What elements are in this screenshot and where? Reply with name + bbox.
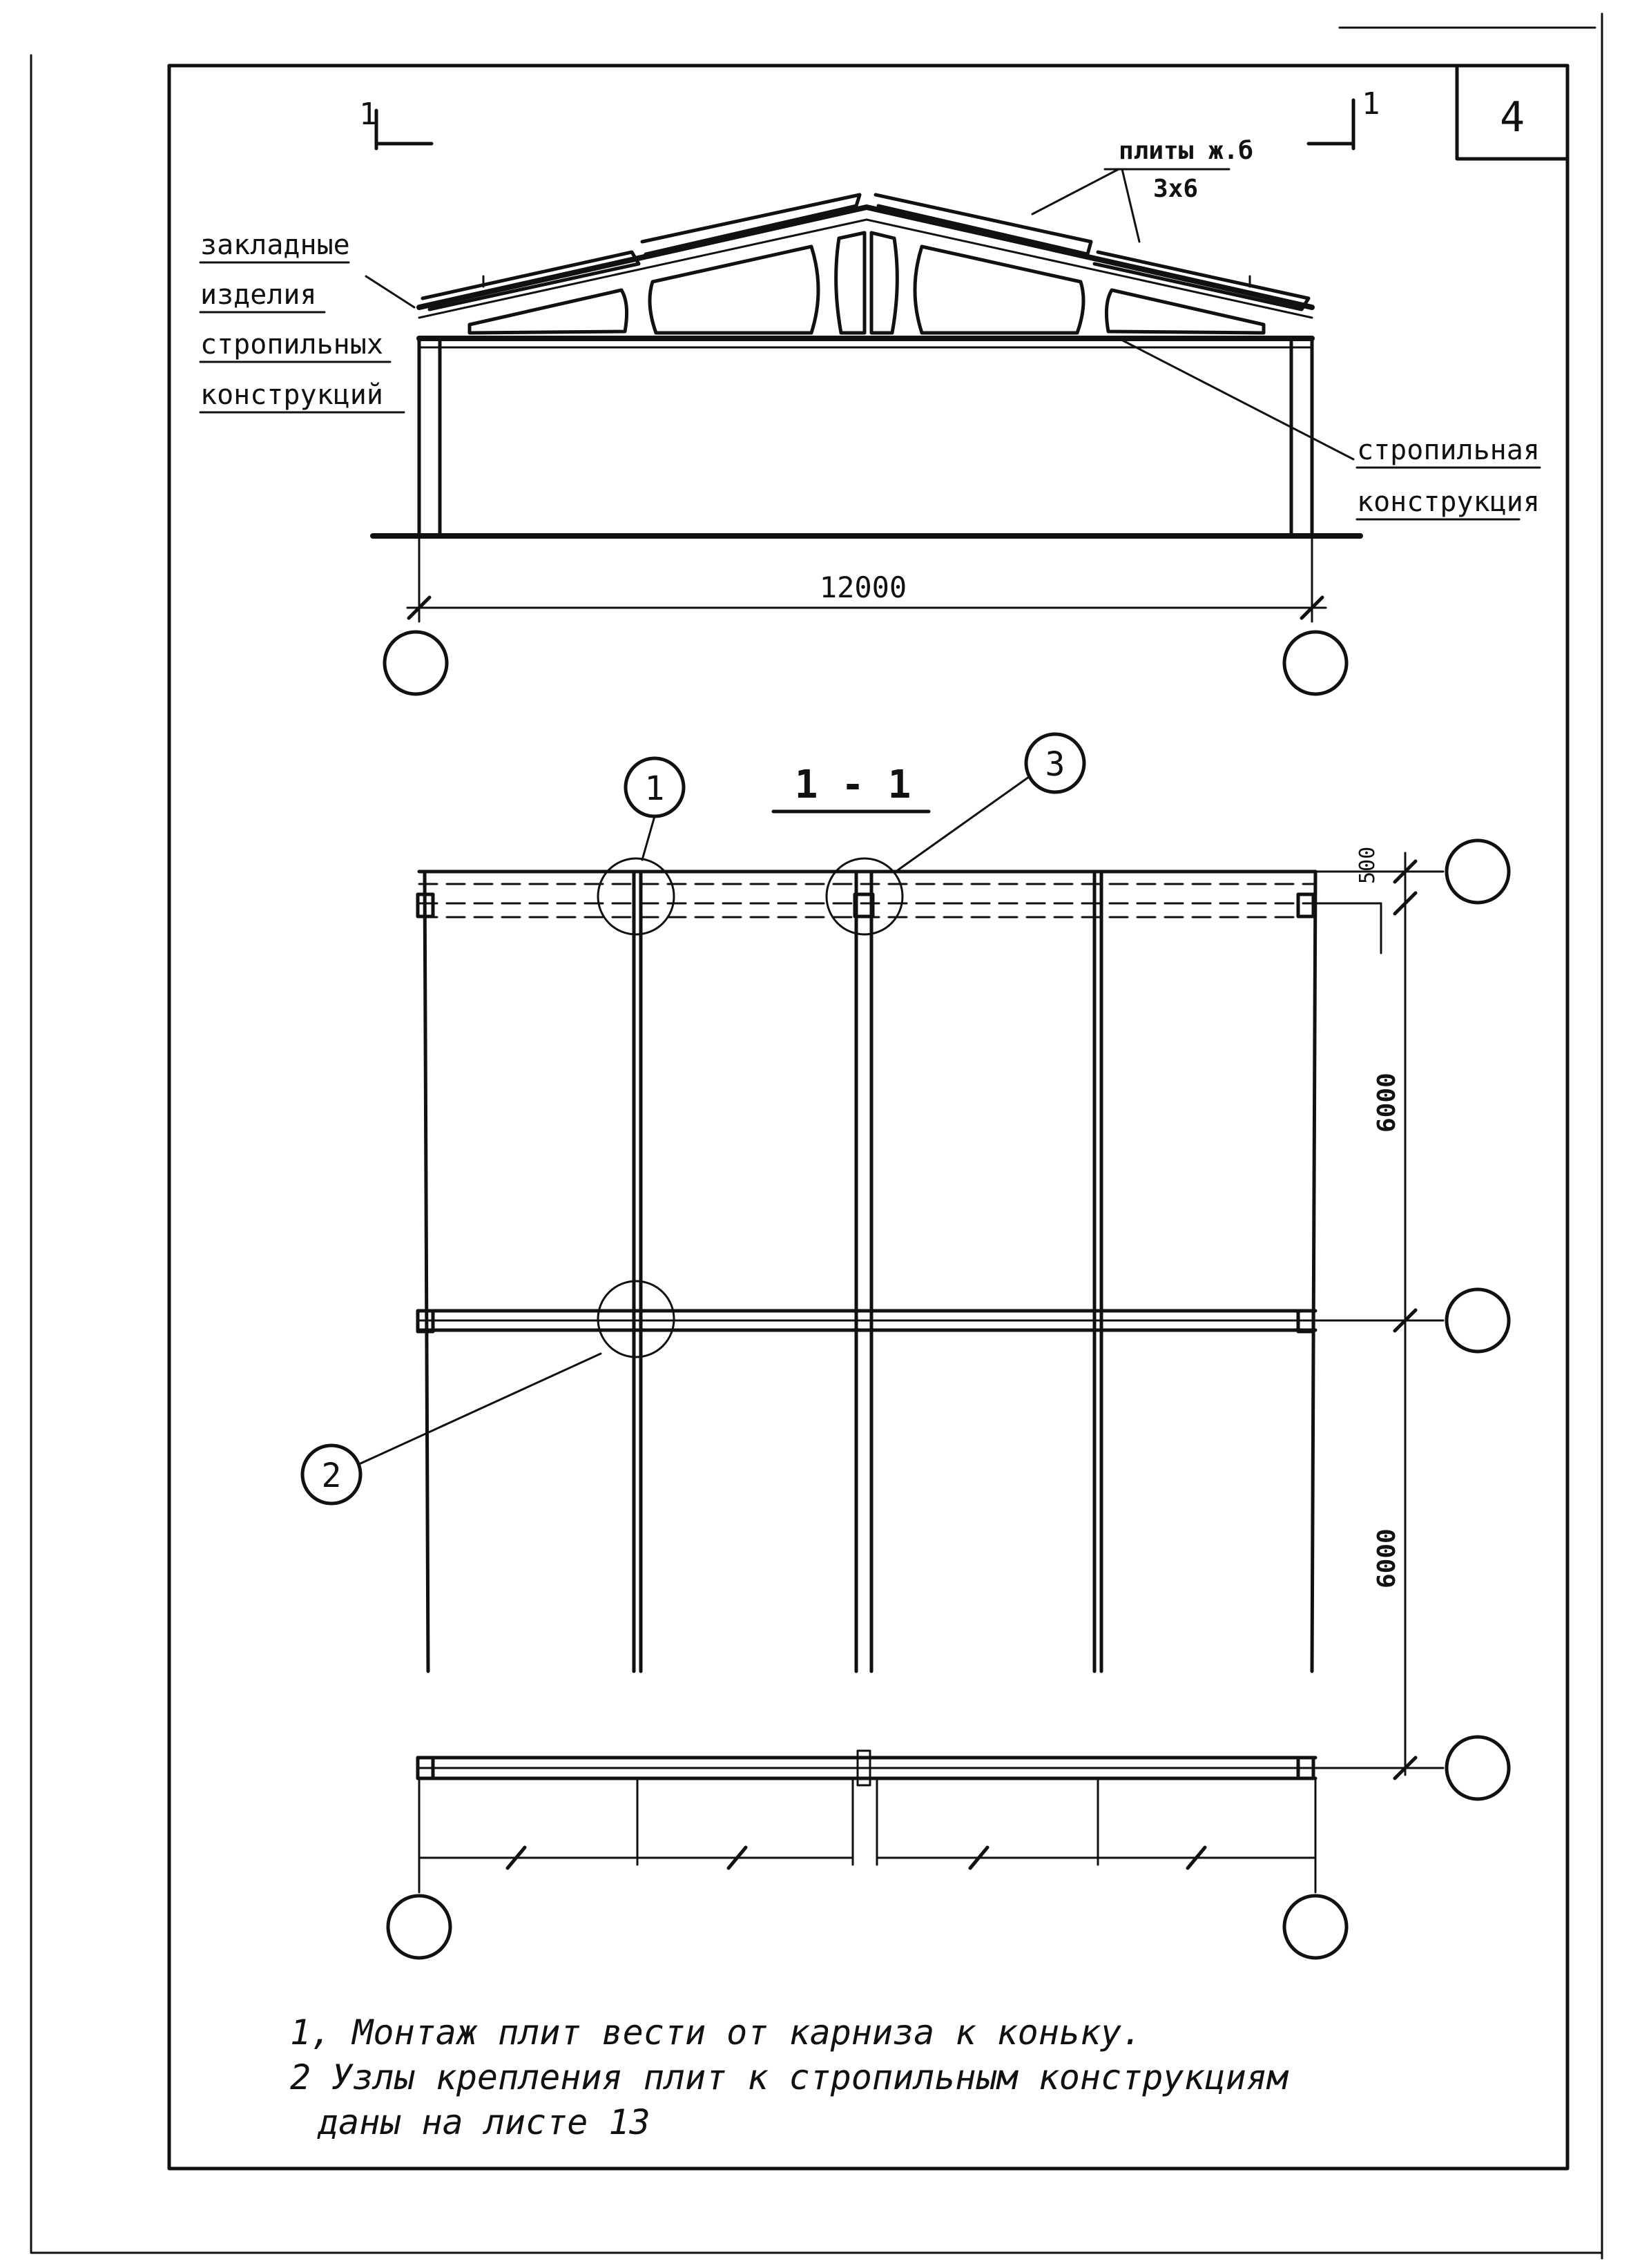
plates-size-label: 3x6	[1153, 175, 1198, 203]
sheet-frame	[30, 12, 1603, 2260]
axis-bubble	[1282, 1894, 1349, 1960]
svg-text:стропильных: стропильных	[200, 329, 383, 361]
note-1: 1, Монтаж плит вести от карниза к коньку…	[290, 2012, 1142, 2053]
svg-text:1: 1	[1362, 86, 1380, 122]
svg-text:конструкций: конструкций	[200, 379, 383, 411]
truss-label: стропильная конструкция	[1355, 434, 1541, 521]
bay-dimension-1: 6000	[1373, 1073, 1401, 1133]
axis-bubble	[1282, 630, 1349, 696]
axis-bubble	[383, 630, 449, 696]
notes: 1, Монтаж плит вести от карниза к коньку…	[290, 2012, 1289, 2142]
axis-bubble	[1445, 1735, 1511, 1801]
bay-dimension-2: 6000	[1373, 1528, 1401, 1588]
axis-bubble	[1445, 838, 1511, 905]
section-mark-left: 1	[359, 97, 434, 151]
section-mark-right: 1	[1306, 86, 1380, 151]
plates-label: плиты ж.б	[1119, 137, 1253, 165]
roof-plates	[421, 193, 1311, 311]
svg-text:1: 1	[359, 97, 378, 132]
section-title: 1 - 1	[795, 762, 911, 807]
svg-text:2: 2	[322, 1457, 342, 1495]
svg-text:конструкция: конструкция	[1357, 486, 1540, 518]
roof-plan-1-1: 1 - 1	[300, 732, 1511, 1960]
svg-text:стропильная: стропильная	[1357, 434, 1540, 466]
sheet-number-box: 4	[1455, 64, 1570, 161]
span-dimension: 12000	[820, 570, 907, 604]
embedded-parts-label: закладные изделия стропильных конструкци…	[199, 229, 405, 414]
note-3: даны на листе 13	[317, 2102, 650, 2142]
axis-bubble	[1445, 1287, 1511, 1354]
axis-bubble	[386, 1894, 452, 1960]
svg-text:изделия: изделия	[200, 279, 317, 311]
svg-text:1: 1	[645, 769, 665, 808]
callout-3	[1024, 732, 1086, 794]
sheet-number: 4	[1500, 93, 1525, 142]
callout-2	[300, 1443, 363, 1506]
offset-dimension: 500	[1355, 847, 1380, 884]
svg-text:3: 3	[1045, 745, 1065, 784]
svg-text:закладные: закладные	[200, 229, 350, 261]
note-2: 2 Узлы крепления плит к стропильным конс…	[290, 2057, 1289, 2097]
building-elevation: 1 1	[199, 86, 1541, 696]
